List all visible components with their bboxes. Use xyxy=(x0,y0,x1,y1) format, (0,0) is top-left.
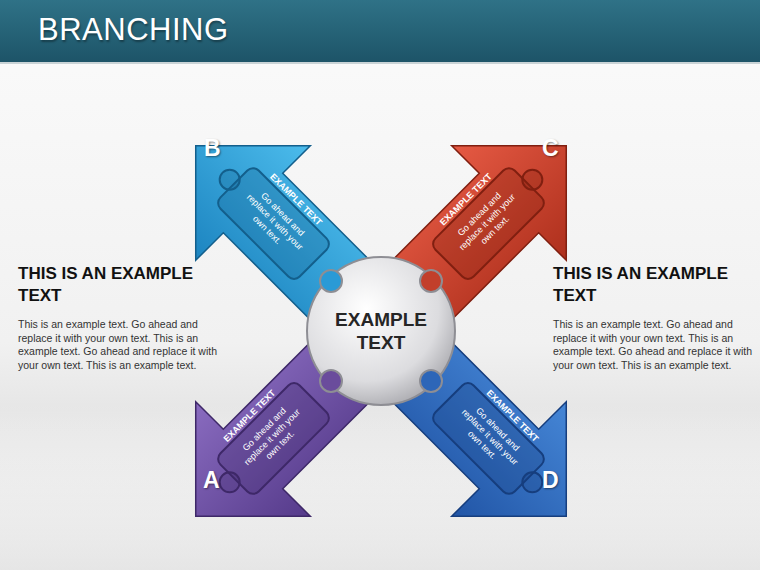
center-circle: EXAMPLE TEXT xyxy=(305,255,457,407)
floor-reflection xyxy=(0,400,760,570)
branch-letter: A xyxy=(203,467,233,494)
circle-shape xyxy=(305,255,457,407)
puzzle-knob xyxy=(420,270,442,292)
branch-letter: D xyxy=(542,467,572,494)
title-bar: BRANCHING xyxy=(0,0,760,64)
puzzle-knob xyxy=(420,370,442,392)
puzzle-knob xyxy=(320,370,342,392)
side-paragraph: This is an example text. Go ahead and re… xyxy=(18,318,228,372)
side-heading: THIS IS AN EXAMPLE TEXT xyxy=(18,263,233,307)
puzzle-knob xyxy=(518,166,546,194)
branch-letter: B xyxy=(204,135,234,162)
puzzle-knob xyxy=(216,166,244,194)
center-text: EXAMPLE TEXT xyxy=(321,255,441,407)
puzzle-knob xyxy=(216,468,244,496)
branch-letter: C xyxy=(542,135,572,162)
slide-title: BRANCHING xyxy=(38,12,229,48)
side-heading: THIS IS AN EXAMPLE TEXT xyxy=(553,263,758,307)
circle-body xyxy=(307,257,455,405)
puzzle-knob xyxy=(320,270,342,292)
side-paragraph: This is an example text. Go ahead and re… xyxy=(553,318,757,372)
